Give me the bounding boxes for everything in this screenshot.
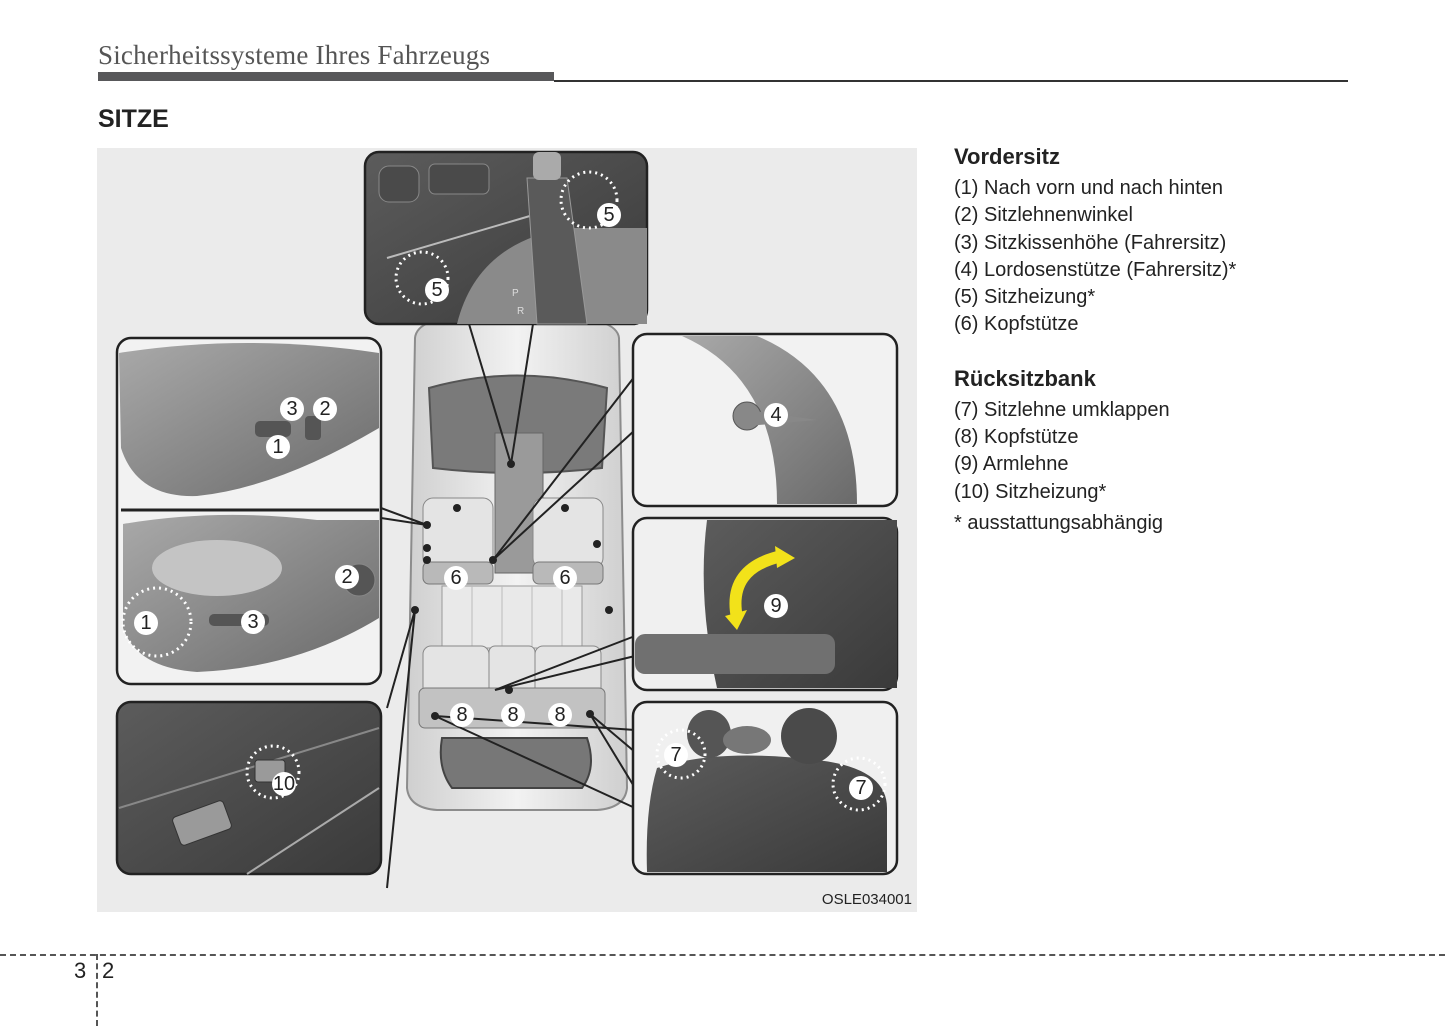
callout-6-right: 6 [553, 566, 577, 590]
callout-8-left: 8 [450, 703, 474, 727]
callout-5-left: 5 [425, 278, 449, 302]
callout-2-lower: 2 [335, 565, 359, 589]
legend-item: (4) Lordosenstütze (Fahrersitz)* [954, 258, 1237, 281]
legend-item: (6) Kopfstütze [954, 313, 1079, 336]
svg-text:8: 8 [507, 704, 518, 726]
callout-6-left: 6 [444, 566, 468, 590]
panel-lumbar [631, 332, 899, 508]
callout-1-upper: 1 [266, 435, 290, 459]
callout-7-right: 7 [849, 776, 873, 800]
callout-10: 10 [272, 772, 296, 796]
legend-item: (10) Sitzheizung* [954, 480, 1107, 503]
header-rule [554, 80, 1348, 82]
running-title: Sicherheitssysteme Ihres Fahrzeugs [98, 40, 491, 70]
legend-item: (7) Sitzlehne umklappen [954, 398, 1170, 421]
legend-heading-front: Vordersitz [954, 144, 1060, 169]
svg-text:8: 8 [456, 704, 467, 726]
pointer-dots [411, 460, 613, 720]
callout-5-right: 5 [597, 203, 621, 227]
svg-text:P: P [512, 288, 519, 299]
chapter-number: 3 [74, 958, 87, 983]
svg-text:7: 7 [670, 744, 681, 766]
section-title: SITZE [98, 105, 169, 133]
legend-footnote: * ausstattungsabhängig [954, 511, 1164, 534]
callout-2-upper: 2 [313, 397, 337, 421]
panel-console: P R [363, 150, 649, 326]
callouts: 3 2 1 2 1 3 10 5 5 4 9 7 7 6 6 8 8 8 [134, 203, 873, 800]
callout-9: 9 [764, 594, 788, 618]
seat-diagram-figure: P R [97, 148, 917, 912]
callout-3-upper: 3 [280, 397, 304, 421]
figure-code: OSLE034001 [821, 891, 912, 908]
svg-text:2: 2 [341, 566, 352, 588]
callout-3-lower: 3 [241, 610, 265, 634]
seat-diagram: P R [115, 150, 899, 889]
svg-text:10: 10 [273, 773, 295, 795]
callout-7-left: 7 [664, 743, 688, 767]
svg-text:5: 5 [603, 204, 614, 226]
legend-item: (9) Armlehne [954, 453, 1069, 476]
callout-8-right: 8 [548, 703, 572, 727]
legend-item: (2) Sitzlehnenwinkel [954, 204, 1133, 227]
svg-text:8: 8 [554, 704, 565, 726]
car-top-view [405, 315, 629, 811]
svg-text:5: 5 [431, 279, 442, 301]
legend: Vordersitz (1) Nach vorn und nach hinten… [954, 143, 1374, 535]
svg-text:3: 3 [247, 611, 258, 633]
panel-rear-seat [631, 700, 899, 876]
svg-text:9: 9 [770, 595, 781, 617]
footer-dashed-divider [96, 954, 98, 1026]
legend-heading-rear: Rücksitzbank [954, 365, 1096, 391]
svg-text:4: 4 [770, 404, 781, 426]
callout-8-center: 8 [501, 703, 525, 727]
legend-list-front: (1) Nach vorn und nach hinten (2) Sitzle… [954, 175, 1374, 339]
panel-seat-controls [115, 336, 383, 686]
callout-4: 4 [764, 403, 788, 427]
svg-text:R: R [517, 306, 524, 317]
legend-list-rear: (7) Sitzlehne umklappen (8) Kopfstütze (… [954, 397, 1374, 506]
panel-door-switch [115, 700, 383, 876]
legend-item: (5) Sitzheizung* [954, 286, 1096, 309]
footer-dashed-rule [0, 954, 1445, 956]
legend-item: (3) Sitzkissenhöhe (Fahrersitz) [954, 231, 1227, 254]
svg-text:3: 3 [286, 398, 297, 420]
svg-text:1: 1 [272, 436, 283, 458]
svg-text:7: 7 [855, 777, 866, 799]
svg-text:1: 1 [140, 612, 151, 634]
svg-text:6: 6 [450, 567, 461, 589]
svg-text:6: 6 [559, 567, 570, 589]
callout-1-lower: 1 [134, 611, 158, 635]
svg-text:2: 2 [319, 398, 330, 420]
legend-item: (8) Kopfstütze [954, 426, 1079, 449]
legend-item: (1) Nach vorn und nach hinten [954, 177, 1224, 199]
page-number: 2 [102, 958, 115, 983]
header-bar [98, 72, 554, 81]
